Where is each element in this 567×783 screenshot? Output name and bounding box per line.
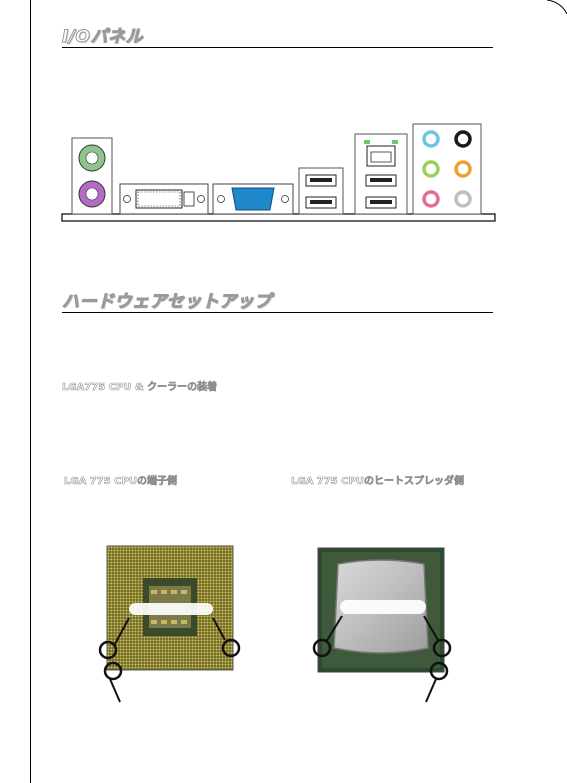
cpu-pin-side-image: [98, 545, 241, 703]
io-panel-title-rule: [62, 47, 493, 48]
usb-ports-1: [298, 167, 344, 215]
audio-ports: [412, 123, 482, 215]
dvi-port: [119, 183, 209, 215]
page-border: [30, 0, 31, 783]
ps2-ports: [71, 137, 113, 215]
lan-usb-ports: [354, 133, 408, 215]
page-corner-fold: [547, 0, 567, 15]
io-panel-diagram: [61, 123, 496, 222]
cpu-heat-spreader-image: [312, 547, 452, 703]
io-panel-title: I/Oパネル: [62, 27, 144, 48]
alignment-notch-callout-2: [340, 600, 426, 614]
cpu-heat-spreader-label: LGA 775 CPUのヒートスプレッダ側: [291, 476, 465, 488]
vga-port: [212, 183, 294, 215]
hardware-setup-title-rule: [62, 312, 493, 313]
alignment-notch-callout: [129, 603, 213, 615]
cpu-pin-side-label: LGA 775 CPUの端子側: [64, 476, 178, 488]
hardware-setup-title: ハードウェアセットアップ: [62, 292, 272, 313]
cpu-install-heading: LGA775 CPU & クーラーの装着: [62, 382, 218, 394]
